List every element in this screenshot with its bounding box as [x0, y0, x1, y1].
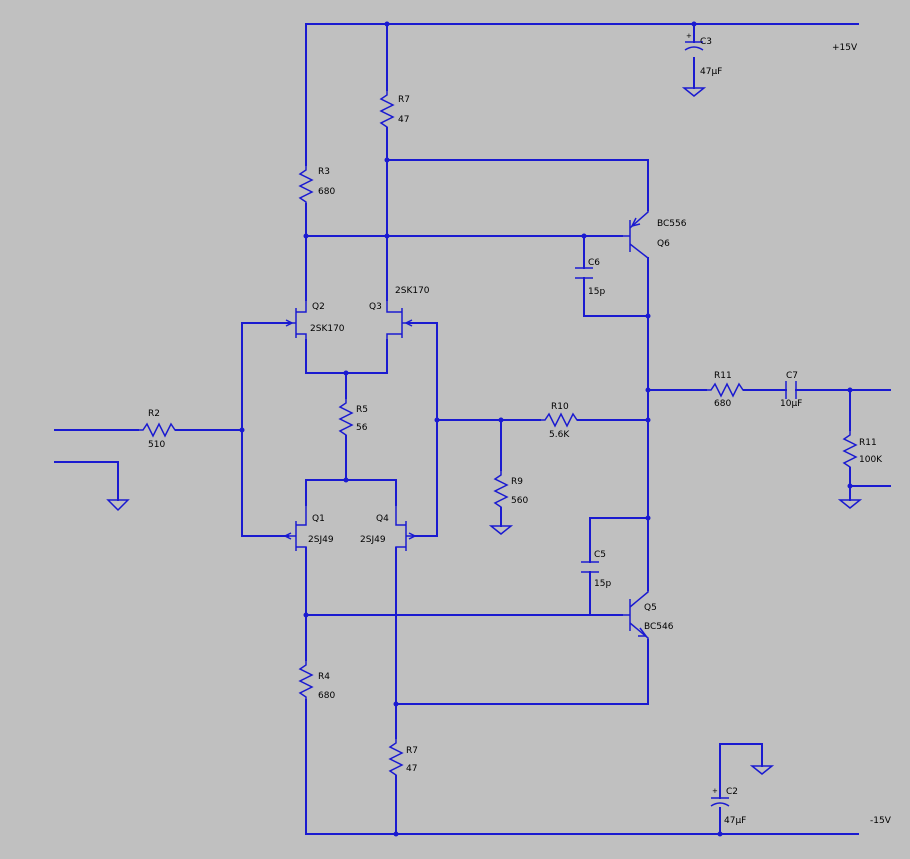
svg-text:680: 680 — [318, 691, 335, 701]
svg-text:2SJ49: 2SJ49 — [308, 535, 334, 545]
ground-symbol — [488, 525, 514, 535]
bjt-q5: Q5 BC546 — [622, 590, 674, 640]
resistor-r9: R9 560 — [493, 470, 528, 508]
svg-text:Q2: Q2 — [312, 302, 325, 312]
svg-text:56: 56 — [356, 423, 368, 433]
ground-symbol — [106, 499, 130, 512]
resistor-r7-top: R7 47 — [379, 90, 410, 128]
svg-text:10µF: 10µF — [780, 399, 802, 409]
svg-text:R4: R4 — [318, 672, 330, 682]
svg-text:C3: C3 — [700, 37, 712, 47]
ground-symbol — [681, 87, 707, 97]
resistor-r4: R4 680 — [298, 660, 335, 701]
svg-text:Q4: Q4 — [376, 514, 389, 524]
ground-symbol — [749, 765, 775, 775]
capacitor-c5: C5 15p — [581, 550, 611, 589]
svg-text:510: 510 — [148, 440, 165, 450]
bjt-q6: BC556 Q6 — [622, 210, 687, 259]
resistor-r10: R10 5.6K — [540, 402, 578, 440]
svg-text:R7: R7 — [406, 746, 418, 756]
svg-text:C5: C5 — [594, 550, 606, 560]
svg-text:680: 680 — [714, 399, 731, 409]
svg-text:R11: R11 — [714, 371, 732, 381]
svg-text:2SK170: 2SK170 — [310, 324, 345, 334]
junction-dots — [239, 21, 853, 837]
svg-text:R2: R2 — [148, 409, 160, 419]
svg-text:R3: R3 — [318, 167, 330, 177]
resistor-r5: R5 56 — [338, 398, 368, 436]
svg-text:2SK170: 2SK170 — [395, 286, 430, 296]
capacitor-c3: + C3 47µF — [684, 32, 722, 77]
svg-text:680: 680 — [318, 187, 335, 197]
jfet-q3: Q3 2SK170 — [369, 286, 430, 340]
svg-text:BC556: BC556 — [657, 219, 687, 229]
svg-text:47: 47 — [406, 764, 417, 774]
resistor-r2: R2 510 — [138, 409, 176, 450]
svg-text:2SJ49: 2SJ49 — [360, 535, 386, 545]
jfet-q1: Q1 2SJ49 — [283, 505, 334, 551]
svg-text:C2: C2 — [726, 787, 738, 797]
svg-text:R10: R10 — [551, 402, 569, 412]
resistor-r7-bottom: R7 47 — [388, 738, 418, 776]
svg-text:C6: C6 — [588, 258, 600, 268]
svg-text:47: 47 — [398, 115, 409, 125]
svg-text:15p: 15p — [588, 287, 605, 297]
capacitor-c7: C7 10µF — [780, 371, 802, 409]
svg-text:560: 560 — [511, 496, 528, 506]
svg-text:5.6K: 5.6K — [549, 430, 570, 440]
svg-text:47µF: 47µF — [724, 816, 746, 826]
svg-text:R9: R9 — [511, 477, 523, 487]
ground-symbol — [837, 499, 863, 509]
svg-text:+: + — [712, 787, 718, 795]
svg-text:R11: R11 — [859, 438, 877, 448]
svg-text:Q3: Q3 — [369, 302, 382, 312]
capacitor-c2: + C2 47µF — [710, 787, 746, 826]
svg-text:Q5: Q5 — [644, 603, 657, 613]
svg-text:100K: 100K — [859, 455, 883, 465]
svg-text:Q1: Q1 — [312, 514, 325, 524]
wires — [54, 23, 891, 835]
svg-text:C7: C7 — [786, 371, 798, 381]
svg-text:47µF: 47µF — [700, 67, 722, 77]
svg-text:R5: R5 — [356, 405, 368, 415]
jfet-q2: Q2 2SK170 — [285, 300, 345, 340]
svg-text:BC546: BC546 — [644, 622, 674, 632]
negative-rail-label: -15V — [870, 816, 892, 826]
resistor-r3: R3 680 — [298, 165, 335, 204]
svg-text:Q6: Q6 — [657, 239, 670, 249]
jfet-q4: Q4 2SJ49 — [360, 505, 417, 551]
resistor-r11-load: R11 100K — [842, 430, 883, 468]
capacitor-c6: C6 15p — [575, 258, 605, 297]
svg-text:15p: 15p — [594, 579, 611, 589]
svg-text:+: + — [686, 32, 692, 40]
positive-rail-label: +15V — [832, 43, 858, 53]
resistor-r11-series: R11 680 — [706, 371, 744, 409]
svg-text:R7: R7 — [398, 95, 410, 105]
